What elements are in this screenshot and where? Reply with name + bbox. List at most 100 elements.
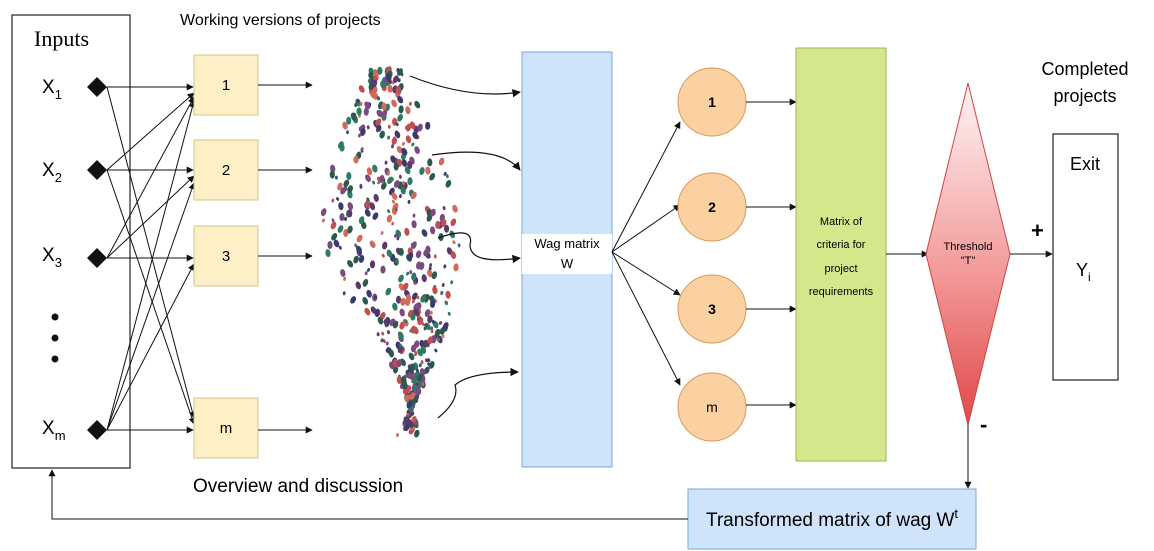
cloud-dot — [450, 251, 456, 260]
cloud-dot — [327, 241, 333, 249]
cloud-dot — [386, 170, 390, 175]
overview-caption: Overview and discussion — [193, 476, 403, 497]
cloud-dot — [387, 176, 394, 184]
cloud-dot — [358, 255, 365, 263]
cloud-dot — [376, 109, 383, 118]
cloud-dot — [396, 236, 400, 241]
exit-output: Yi — [1076, 260, 1091, 284]
cloud-dot — [452, 204, 458, 213]
cloud-dot — [387, 330, 390, 335]
input-x2-label: X2 — [42, 160, 62, 185]
cloud-dot — [399, 308, 405, 317]
cloud-dot — [421, 229, 428, 237]
cloud-dot — [427, 362, 431, 367]
completed-title-line1: Completed — [1041, 59, 1128, 79]
cloud-dot — [368, 71, 374, 80]
criteria-matrix: Matrix of criteria for project requireme… — [795, 47, 887, 462]
cloud-dot — [392, 75, 399, 84]
cloud-dot — [408, 352, 415, 361]
cloud-dot — [372, 180, 376, 185]
cloud-dot — [391, 99, 397, 108]
cloud-dot — [452, 240, 456, 245]
cloud-dot — [391, 144, 394, 149]
svg-text:m: m — [220, 420, 233, 437]
cloud-dot — [442, 206, 446, 211]
cloud-dot — [391, 136, 397, 145]
cloud-dot — [400, 186, 406, 195]
cloud-dot — [424, 323, 428, 328]
cloud-dot — [359, 102, 363, 106]
cloud-dot — [415, 250, 422, 259]
cloud-dot — [405, 106, 411, 115]
cloud-dot — [441, 334, 445, 338]
cloud-dot — [409, 363, 416, 372]
working-box-2: 2 — [193, 139, 259, 201]
cloud-dot — [364, 101, 371, 109]
cloud-dot — [420, 360, 424, 365]
cloud-dot — [417, 123, 423, 132]
cloud-dot — [418, 363, 422, 368]
cloud-dot — [374, 309, 380, 318]
cloud-dot — [330, 221, 337, 230]
cloud-dot — [374, 295, 377, 300]
cloud-dot — [360, 147, 364, 152]
cloud-dot — [377, 66, 383, 75]
cloud-dot — [347, 260, 354, 268]
cloud-dot — [344, 186, 348, 191]
cloud-dot — [338, 245, 342, 250]
cloud-dot — [427, 315, 433, 324]
feedback-label: Transformed matrix of wag Wt — [706, 506, 958, 531]
cloud-dot — [445, 290, 451, 299]
cloud-dot — [425, 121, 431, 130]
cloud-dot — [380, 182, 387, 190]
input-x1-label: X1 — [42, 77, 62, 102]
cloud-dot — [405, 293, 412, 302]
cloud-dot — [445, 179, 452, 188]
cloud-dot — [365, 174, 371, 182]
cloud-dot — [382, 241, 388, 250]
cloud-dot — [398, 105, 404, 114]
cloud-dot — [416, 387, 422, 396]
cloud-dot — [343, 229, 349, 237]
cloud-dot — [439, 321, 443, 325]
cloud-dot — [442, 322, 449, 330]
cloud-dot — [337, 225, 344, 233]
cloud-dot — [414, 429, 420, 438]
neuron-circles: 1 2 3 m — [677, 67, 747, 442]
cloud-dot — [380, 231, 384, 235]
cloud-dot — [388, 80, 392, 85]
cloud-dot — [396, 359, 402, 368]
cloud-dot — [387, 124, 391, 129]
cloud-dot — [346, 172, 352, 180]
cloud-dot — [407, 364, 411, 369]
cloud-dot — [350, 296, 357, 304]
cloud-dot — [427, 269, 433, 278]
cloud-dot — [369, 202, 376, 211]
cloud-dot — [425, 358, 429, 363]
cloud-dot — [431, 319, 435, 324]
cloud-dot — [367, 78, 371, 83]
cloud-dot — [409, 423, 413, 428]
cloud-dot — [403, 423, 410, 432]
cloud-dot — [407, 372, 414, 380]
cloud-dot — [394, 207, 398, 212]
cloud-dot — [358, 216, 365, 224]
cloud-dot — [420, 346, 427, 354]
cloud-dot — [331, 198, 335, 203]
neuron-2: 2 — [677, 172, 747, 242]
cloud-dot — [358, 133, 361, 138]
cloud-dot — [366, 289, 372, 298]
cloud-dot — [427, 158, 433, 167]
cloud-dot — [381, 253, 385, 258]
cloud-dot — [369, 260, 376, 269]
cloud-dot — [415, 368, 419, 373]
cloud-dot — [364, 307, 371, 316]
cloud-dot — [411, 220, 417, 229]
cloud-dot — [339, 143, 345, 152]
cloud-dot — [321, 218, 325, 223]
svg-text:2: 2 — [222, 162, 230, 179]
cloud-dot — [391, 221, 395, 226]
cloud-dot — [421, 274, 427, 283]
input-node-m — [87, 420, 107, 440]
working-versions-title: Working versions of projects — [180, 12, 381, 29]
